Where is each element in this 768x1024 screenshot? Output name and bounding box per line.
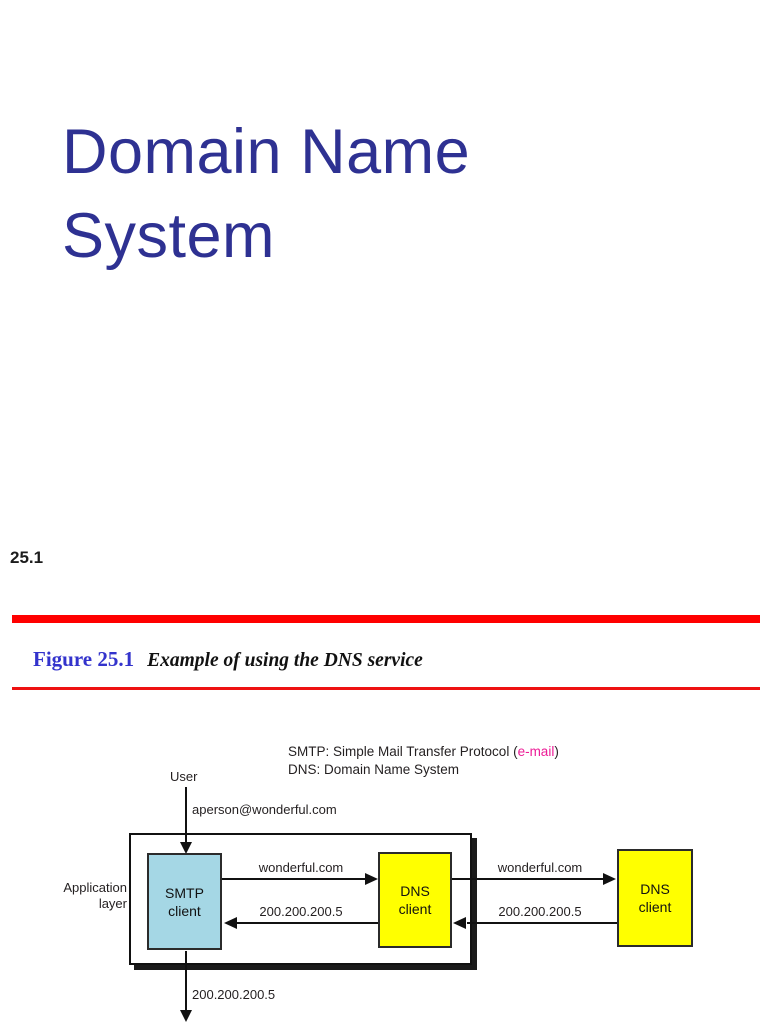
query1-arrowhead-icon — [365, 873, 378, 885]
query2-arrow-line — [452, 878, 604, 880]
resolved-ip-label: 200.200.200.5 — [192, 987, 276, 1002]
response2-arrowhead-icon — [453, 917, 466, 929]
legend-smtp-text: SMTP: Simple Mail Transfer Protocol ( — [288, 744, 518, 759]
figure-label: Figure 25.1 — [33, 647, 135, 671]
user-arrowhead-icon — [180, 842, 192, 854]
smtp-client-box: SMTP client — [147, 853, 222, 950]
response1-arrowhead-icon — [224, 917, 237, 929]
query1-arrow-line — [222, 878, 368, 880]
query2-label: wonderful.com — [497, 860, 583, 875]
red-divider-thick — [12, 615, 760, 623]
application-layer-label: Application layer — [63, 880, 127, 911]
user-arrow-line — [185, 787, 187, 843]
page-title: Domain Name System — [62, 117, 471, 271]
legend-email-highlight: e-mail — [517, 744, 555, 759]
figure-caption: Figure 25.1 Example of using the DNS serv… — [33, 647, 423, 672]
resolved-ip-arrowhead-icon — [180, 1010, 192, 1022]
legend-line-dns: DNS: Domain Name System — [288, 762, 460, 777]
response2-label: 200.200.200.5 — [498, 904, 582, 919]
response1-arrow-line — [237, 922, 378, 924]
user-label: User — [170, 769, 198, 784]
section-number: 25.1 — [10, 548, 44, 567]
dns-client1-box: DNS client — [378, 852, 452, 948]
email-address-label: aperson@wonderful.com — [192, 802, 337, 817]
dns-client2-box: DNS client — [617, 849, 693, 947]
figure-title: Example of using the DNS service — [147, 650, 423, 671]
red-divider-thin — [12, 687, 760, 690]
response1-label: 200.200.200.5 — [259, 904, 343, 919]
response2-arrow-line — [467, 922, 617, 924]
legend-line-smtp: SMTP: Simple Mail Transfer Protocol (e-m… — [288, 743, 559, 761]
resolved-ip-arrow-line — [185, 951, 187, 1011]
diagram-legend: SMTP: Simple Mail Transfer Protocol (e-m… — [288, 743, 559, 779]
query1-label: wonderful.com — [258, 860, 344, 875]
legend-smtp-close: ) — [554, 744, 559, 759]
query2-arrowhead-icon — [603, 873, 616, 885]
